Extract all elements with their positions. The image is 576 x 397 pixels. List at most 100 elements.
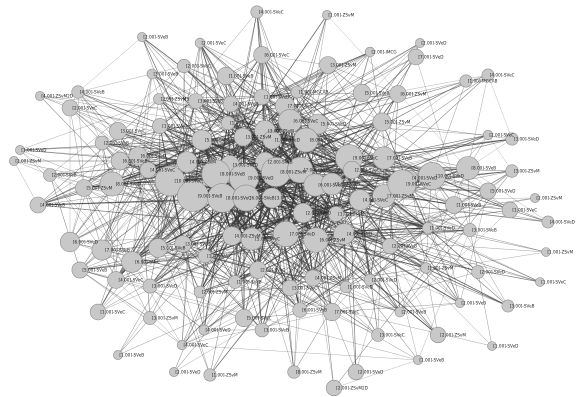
- graph-node: [501, 299, 515, 313]
- graph-node: [454, 297, 465, 308]
- graph-node: [128, 146, 148, 166]
- graph-node: [15, 145, 25, 155]
- node-label: [2.00]-SVeD: [175, 370, 200, 375]
- graph-edge: [147, 169, 211, 376]
- node-label: [4.00]-SVeD: [550, 220, 575, 225]
- node-label: [2.00]-SVeC: [261, 268, 286, 273]
- graph-edge: [275, 171, 439, 336]
- node-label: [4.00]-SVeC: [363, 198, 388, 203]
- graph-node: [71, 261, 89, 279]
- graph-edge: [77, 91, 203, 141]
- graph-edge: [331, 311, 357, 373]
- graph-edge: [97, 195, 194, 313]
- graph-node: [363, 273, 377, 287]
- graph-edge: [264, 161, 419, 361]
- graph-edge: [77, 36, 143, 93]
- graph-node: [418, 162, 446, 190]
- graph-node: [198, 324, 210, 336]
- node-label: [2.00]-SVeC: [355, 168, 380, 173]
- graph-node: [143, 311, 157, 325]
- node-label: [9.00]-SVeC: [406, 182, 431, 187]
- node-label: [9.00]-SVeB: [198, 194, 223, 199]
- node-label: [3.00]-SVeC: [275, 196, 300, 201]
- graph-edge: [39, 95, 184, 245]
- graph-edge: [13, 160, 39, 206]
- node-label: [2.00]-ZSvM: [15, 159, 41, 164]
- node-label: [3.00]-ZSvM: [268, 129, 294, 134]
- graph-node: [113, 350, 123, 360]
- graph-edge: [181, 344, 419, 361]
- graph-node: [107, 271, 125, 289]
- graph-edge: [348, 157, 357, 373]
- node-label: [4.00]-SVeC: [119, 278, 144, 283]
- graph-edge: [149, 130, 266, 287]
- node-label: [4.00]-SVeC: [184, 343, 209, 348]
- graph-edge: [101, 125, 161, 251]
- node-label: [1.00]-SVeD: [430, 226, 455, 231]
- node-label: [6.00]-SVeD: [318, 183, 343, 188]
- graph-edge: [242, 14, 328, 138]
- node-label: [1.00]-SVeB: [229, 74, 254, 79]
- graph-node: [413, 355, 423, 365]
- node-label: [9.00]-SVeC: [353, 156, 378, 161]
- node-label: [3.00]-SVeB: [510, 304, 535, 309]
- graph-node: [319, 56, 337, 74]
- node-label: [6.00]-ZSvM: [320, 238, 346, 243]
- graph-edge: [203, 167, 469, 331]
- graph-edge: [359, 199, 379, 336]
- node-label: [4.00]-SVeD: [412, 176, 437, 181]
- node-label: [9.00]-SVeD: [248, 176, 273, 181]
- graph-node: [272, 221, 299, 248]
- node-label: [1.00]-SVeB: [119, 353, 144, 358]
- node-label: [4.00]-SVeB: [80, 90, 105, 95]
- graph-node: [109, 122, 127, 140]
- node-label: [1.00]-MGCAB: [468, 79, 498, 84]
- graph-node: [501, 201, 519, 219]
- node-label: [2.00]-ZSvM: [536, 196, 562, 201]
- graph-edge: [149, 233, 287, 287]
- graph-edge: [383, 195, 461, 304]
- node-label: [1.00]-SVeC: [207, 254, 232, 259]
- graph-edge: [284, 93, 399, 107]
- graph-edge: [315, 239, 401, 313]
- graph-node: [254, 322, 270, 338]
- node-label: [3.00]-ZSvM: [152, 316, 178, 321]
- graph-edge: [157, 247, 201, 293]
- graph-node: [304, 269, 322, 287]
- graph-node: [176, 339, 188, 351]
- graph-edge: [97, 199, 361, 313]
- graph-node: [153, 93, 165, 105]
- graph-edge: [39, 95, 471, 231]
- graph-edge: [312, 42, 421, 279]
- node-label: [2.00]-SVeB: [402, 310, 427, 315]
- node-label: [5.00]-SVeD: [490, 189, 515, 194]
- graph-edge: [243, 197, 273, 319]
- node-label: [2.00]-SVeB: [268, 160, 293, 165]
- graph-edge: [305, 139, 429, 229]
- graph-edge: [335, 213, 471, 231]
- graph-node: [459, 74, 473, 88]
- node-label: [7.00]-SVeD: [290, 232, 315, 237]
- graph-edge: [131, 42, 421, 263]
- graph-edge: [487, 134, 513, 172]
- graph-node: [43, 168, 57, 182]
- graph-edge: [299, 286, 347, 311]
- node-label: [4.00]-ZSvM: [235, 234, 261, 239]
- graph-edge: [209, 239, 317, 376]
- graph-edge: [101, 54, 263, 251]
- node-label: [3.00]-SVeC: [380, 333, 405, 338]
- node-label: [3.00]-SVeD: [152, 284, 177, 289]
- node-label: [2.00]-SVeD: [480, 270, 505, 275]
- graph-edge: [83, 187, 151, 319]
- node-label: [2.00]-SVeB: [392, 244, 417, 249]
- node-label: [8.00]-SVeC: [310, 138, 335, 143]
- graph-edge: [117, 130, 203, 141]
- node-label: [6.00]-SVeC: [135, 260, 160, 265]
- node-label: [7.00]-SVeB: [387, 156, 412, 161]
- graph-edge: [201, 139, 266, 163]
- graph-edge: [333, 359, 419, 389]
- node-label: [2.00]-IMCG: [372, 50, 397, 55]
- node-label: [5.00]-SVeD: [321, 122, 346, 127]
- graph-edge: [157, 247, 333, 313]
- node-label: [3.00]-SVeC: [292, 286, 317, 291]
